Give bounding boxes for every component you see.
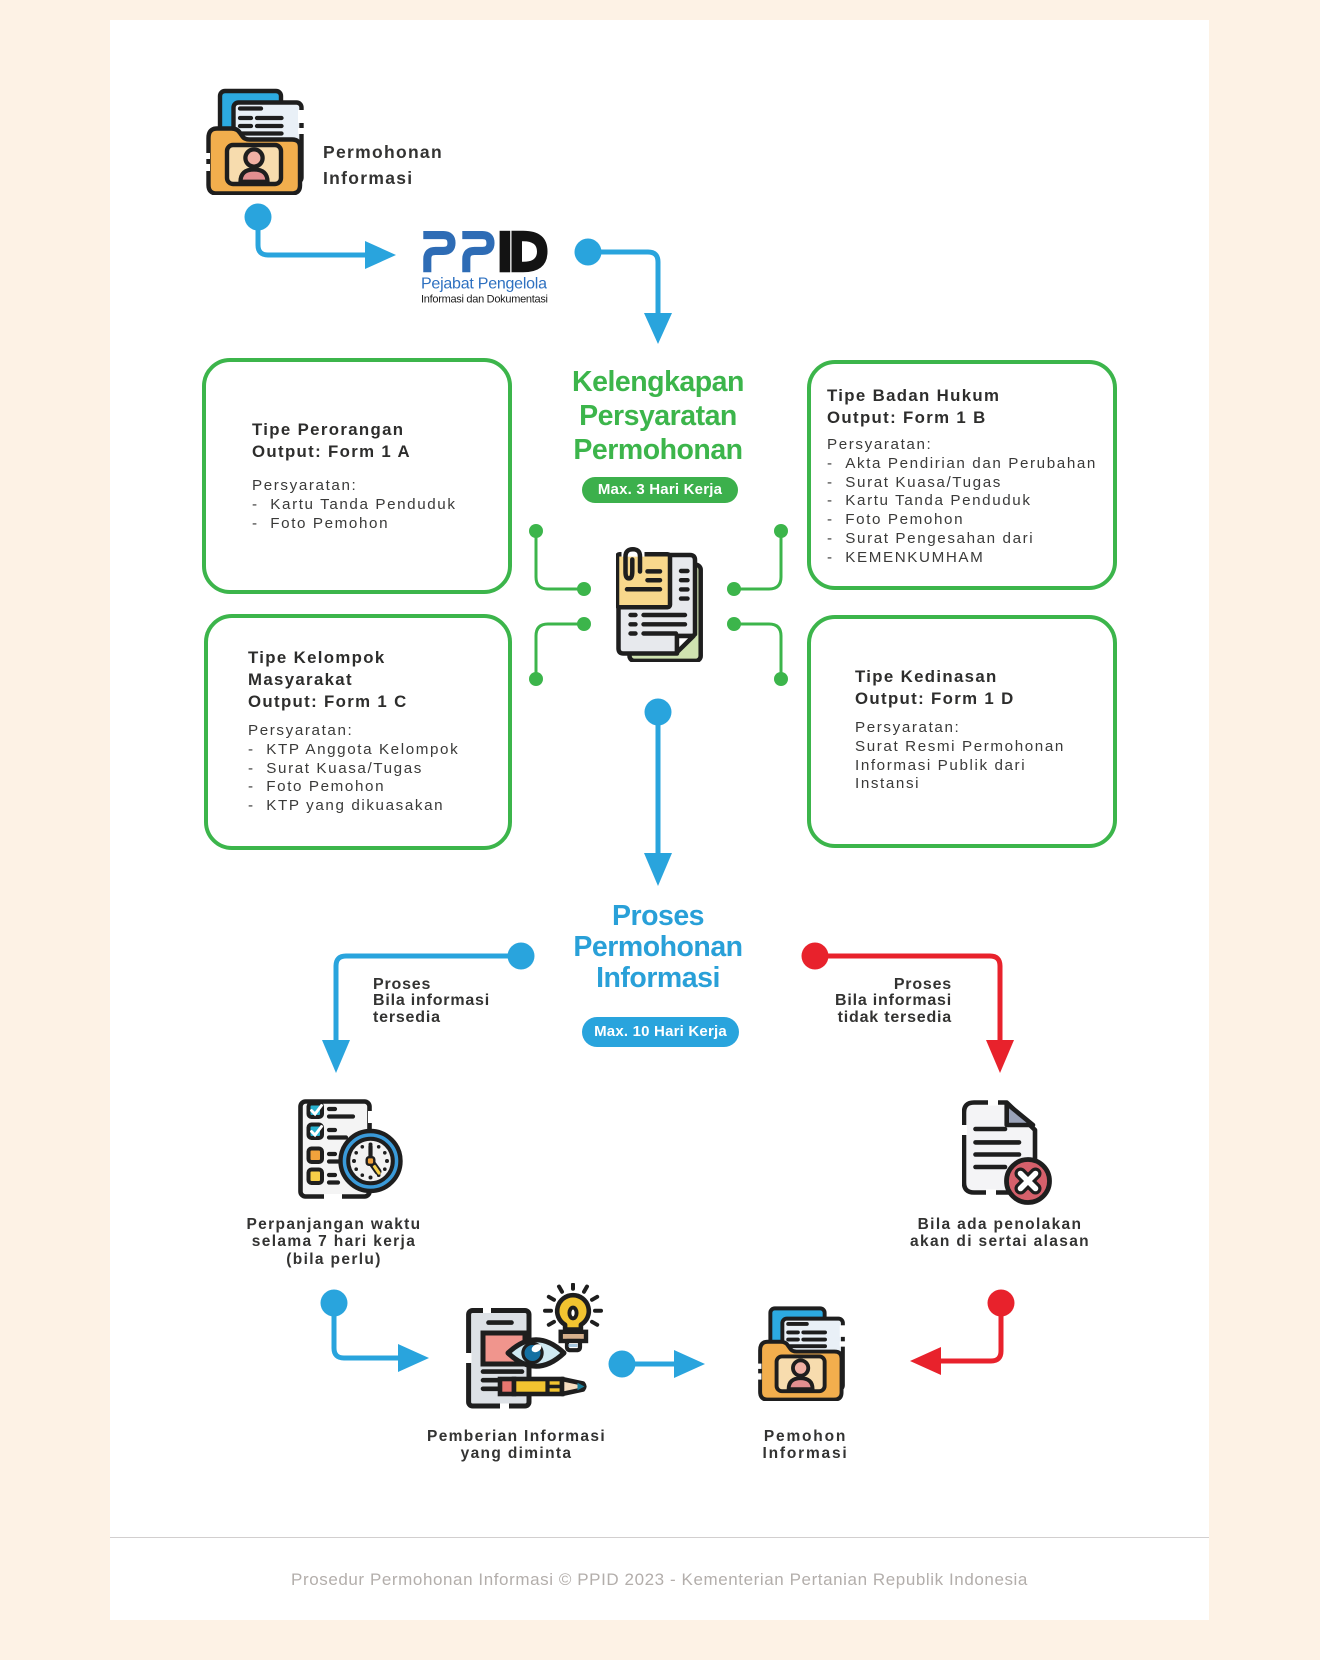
svg-text:Pejabat Pengelola: Pejabat Pengelola — [421, 276, 547, 293]
svg-text:Informasi dan Dokumentasi: Informasi dan Dokumentasi — [421, 294, 548, 306]
